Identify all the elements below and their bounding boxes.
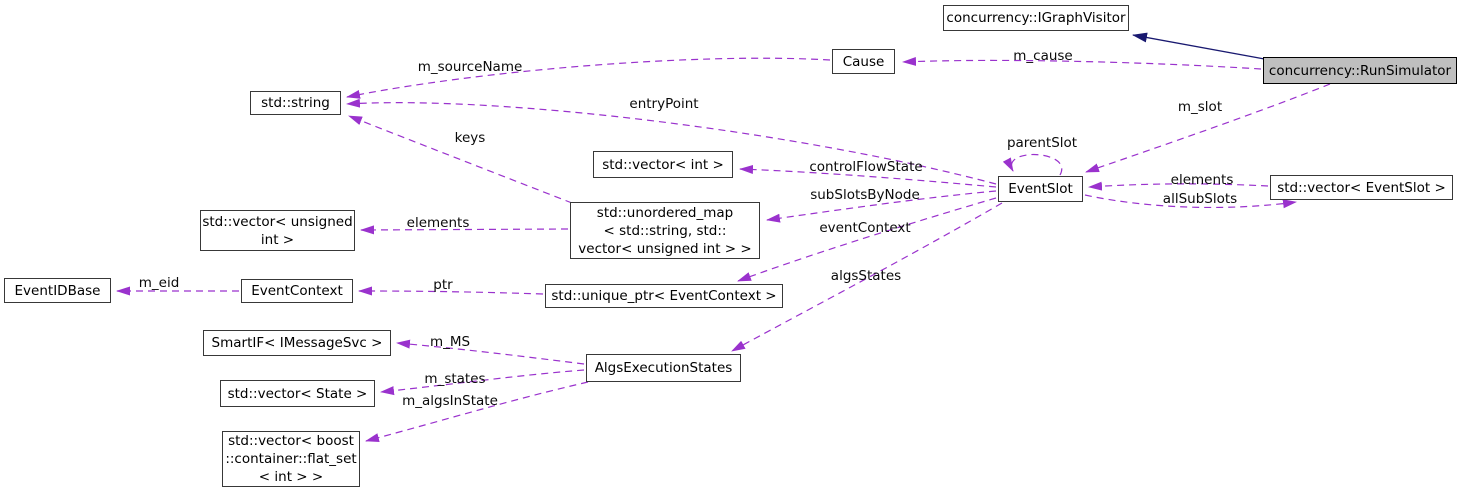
edge-label-elements-right: elements	[1170, 172, 1234, 188]
node-unique-ptr[interactable]: std::unique_ptr< EventContext >	[545, 284, 783, 308]
edge-label-ptr: ptr	[433, 277, 453, 293]
node-label: std::vector< State >	[227, 385, 368, 402]
node-label: ::container::flat_set	[225, 451, 357, 467]
node-label: std::vector< unsigned	[202, 213, 353, 230]
edge-label-m-states: m_states	[424, 371, 486, 387]
node-label: SmartIF< IMessageSvc >	[211, 335, 383, 351]
node-label: < std::string, std::	[603, 222, 727, 239]
node-label: std::unordered_map	[596, 204, 734, 221]
edge-label-m-eid: m_eid	[138, 275, 180, 291]
edge-label-subslotsbynode: subSlotsByNode	[810, 187, 920, 203]
node-label: vector< unsigned int > >	[578, 240, 752, 257]
edge-label-controlflowstate: controlFlowState	[809, 159, 923, 175]
node-vector-state[interactable]: std::vector< State >	[220, 380, 375, 407]
edge-label-m-slot: m_slot	[1177, 99, 1223, 115]
node-runsimulator[interactable]: concurrency::RunSimulator	[1263, 57, 1457, 84]
edge-label-allsubslots: allSubSlots	[1162, 191, 1238, 207]
node-label: std::vector< int >	[602, 156, 724, 173]
node-label: concurrency::RunSimulator	[1268, 62, 1452, 79]
node-label: EventContext	[251, 283, 343, 299]
node-label: std::unique_ptr< EventContext >	[551, 288, 777, 304]
node-label: int >	[260, 231, 295, 248]
node-vector-int[interactable]: std::vector< int >	[593, 151, 733, 178]
node-label: AlgsExecutionStates	[594, 360, 733, 376]
edge-label-m-cause: m_cause	[1013, 48, 1073, 64]
edge-label-eventcontext-edge: eventContext	[819, 220, 911, 236]
edge-label-keys: keys	[454, 130, 486, 146]
node-label: concurrency::IGraphVisitor	[946, 10, 1126, 26]
node-vector-eventslot[interactable]: std::vector< EventSlot >	[1270, 175, 1453, 200]
edge-label-m-ms: m_MS	[429, 334, 471, 350]
node-std-string[interactable]: std::string	[250, 91, 341, 115]
node-label: < int > >	[258, 469, 324, 485]
edge-label-m-sourcename: m_sourceName	[417, 59, 523, 75]
edge-m-slot	[1085, 83, 1331, 173]
edge-label-m-algsinstate: m_algsInState	[402, 393, 498, 409]
node-unordered-map[interactable]: std::unordered_map< std::string, std::ve…	[570, 202, 760, 259]
node-smartif[interactable]: SmartIF< IMessageSvc >	[203, 330, 391, 356]
node-label: EventIDBase	[14, 282, 101, 299]
node-label: Cause	[842, 53, 885, 70]
edge-label-elements-left: elements	[406, 215, 470, 231]
edge-m-cause	[902, 56, 1262, 70]
edge-parentslot	[1002, 154, 1063, 176]
node-eventslot[interactable]: EventSlot	[998, 176, 1083, 202]
node-label: std::vector< boost	[228, 433, 354, 449]
node-label: std::string	[261, 95, 330, 111]
edge-m-ms	[396, 339, 585, 365]
node-vector-flatset[interactable]: std::vector< boost::container::flat_set<…	[222, 431, 360, 487]
node-algsexecstates[interactable]: AlgsExecutionStates	[586, 354, 741, 382]
node-igraphvisitor[interactable]: concurrency::IGraphVisitor	[943, 5, 1129, 31]
node-eventcontext[interactable]: EventContext	[241, 279, 353, 303]
edge-inherit-igraphvisitor	[1132, 32, 1271, 61]
edge-label-parentslot: parentSlot	[1006, 135, 1078, 151]
edge-m-algsinstate	[365, 381, 589, 443]
node-label: std::vector< EventSlot >	[1277, 179, 1446, 196]
node-label: EventSlot	[1008, 181, 1073, 197]
node-cause[interactable]: Cause	[832, 49, 895, 74]
edge-label-entrypoint: entryPoint	[629, 96, 699, 112]
node-eventidbase[interactable]: EventIDBase	[4, 278, 111, 303]
edge-label-algsstates: algsStates	[830, 268, 902, 284]
